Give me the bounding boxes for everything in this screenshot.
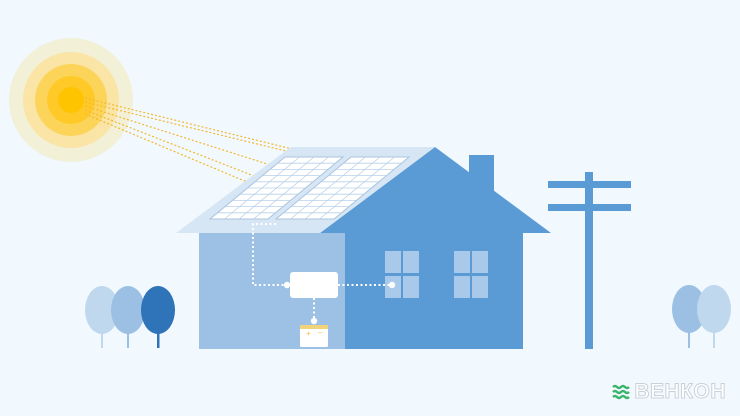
tree-icon [141, 286, 175, 348]
sun-icon [9, 38, 133, 162]
tree-icon [672, 285, 706, 348]
connection-node [283, 281, 291, 289]
tree-icon [111, 286, 145, 348]
solar-panel-icon [274, 156, 411, 220]
connection-node [388, 281, 396, 289]
brand-wave-icon [612, 384, 631, 400]
connection-node [310, 317, 318, 325]
brand-logo: ВЕНКОН [612, 380, 726, 404]
tree-icon [697, 285, 731, 348]
brand-name: ВЕНКОН [634, 380, 726, 404]
tree-icon [85, 286, 119, 348]
svg-text:+: + [306, 329, 311, 338]
inverter-icon [290, 272, 338, 298]
battery-icon: + – [300, 325, 328, 347]
solar-panel-icon [208, 156, 345, 220]
power-pole-icon [548, 172, 631, 349]
svg-text:–: – [318, 328, 323, 337]
window [454, 251, 488, 298]
window [385, 251, 419, 298]
